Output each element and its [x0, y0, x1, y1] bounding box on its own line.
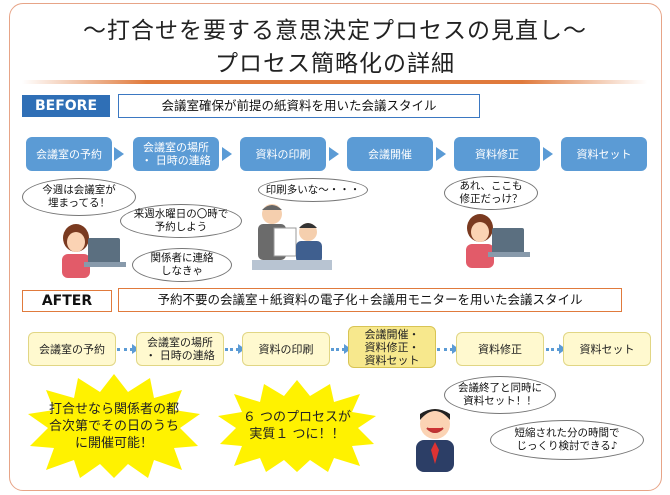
- happy-businessman-illustration: [416, 409, 454, 472]
- before-description: 会議室確保が前提の紙資料を用いた会議スタイル: [118, 94, 480, 118]
- before-tag: BEFORE: [22, 95, 110, 117]
- woman-at-laptop-illustration: [62, 224, 126, 278]
- burst-text-six-to-one: ６ つのプロセスが 実質１ つに！！: [242, 410, 352, 442]
- arrow-icon: [436, 147, 446, 161]
- page-title: 〜打合せを要する意思決定プロセスの見直し〜: [83, 18, 587, 44]
- dotted-arrow-icon: [117, 344, 139, 354]
- speech-bubble-set-done: 会議終了と同時に 資料セット！！: [444, 376, 556, 414]
- starburst-icon: [28, 374, 200, 478]
- before-step-revise: 資料修正: [454, 137, 540, 171]
- before-step-print: 資料の印刷: [240, 137, 326, 171]
- speech-bubble-contact: 関係者に連絡 しなきゃ: [132, 248, 232, 282]
- arrow-icon: [114, 147, 124, 161]
- title-divider: [22, 80, 647, 84]
- arrow-icon: [222, 147, 232, 161]
- after-description: 予約不要の会議室＋紙資料の電子化＋会議用モニターを用いた会議スタイル: [118, 288, 622, 312]
- starburst-icon: [218, 380, 376, 472]
- after-step-notify: 会議室の場所 ・ 日時の連絡: [136, 332, 224, 366]
- speech-bubble-print-many: 印刷多いな〜・・・: [258, 178, 368, 202]
- workers-with-papers-illustration: [252, 204, 332, 270]
- after-step-revise: 資料修正: [456, 332, 544, 366]
- before-step-meeting: 会議開催: [347, 137, 433, 171]
- speech-bubble-next-week: 来週水曜日の〇時で 予約しよう: [120, 204, 242, 238]
- after-step-print: 資料の印刷: [242, 332, 330, 366]
- before-step-notify: 会議室の場所 ・ 日時の連絡: [133, 137, 219, 171]
- arrow-icon: [543, 147, 553, 161]
- arrow-icon: [329, 147, 339, 161]
- after-step-set: 資料セット: [563, 332, 651, 366]
- burst-text-same-day: 打合せなら関係者の都 合次第でその日のうち に開催可能！: [48, 401, 179, 451]
- after-step-combined: 会議開催・ 資料修正・ 資料セット: [348, 326, 436, 368]
- dotted-arrow-icon: [437, 344, 459, 354]
- speech-bubble-fix-again: あれ、ここも 修正だっけ？: [444, 176, 538, 210]
- highlight-burst-six-to-one: ６ つのプロセスが 実質１ つに！！: [214, 378, 380, 474]
- woman-at-laptop-illustration: [466, 214, 530, 268]
- before-step-reserve: 会議室の予約: [26, 137, 112, 171]
- speech-bubble-saved-time: 短縮された分の時間で じっくり検討できる♪: [490, 420, 644, 460]
- dotted-arrow-icon: [546, 344, 566, 354]
- after-step-reserve: 会議室の予約: [28, 332, 116, 366]
- dotted-arrow-icon: [331, 344, 351, 354]
- dotted-arrow-icon: [225, 344, 245, 354]
- highlight-burst-same-day: 打合せなら関係者の都 合次第でその日のうち に開催可能！: [24, 372, 204, 480]
- after-tag: AFTER: [22, 290, 112, 312]
- speech-bubble-room-full: 今週は会議室が 埋まってる！: [22, 178, 136, 216]
- before-step-set: 資料セット: [561, 137, 647, 171]
- page-subtitle: プロセス簡略化の詳細: [215, 51, 455, 77]
